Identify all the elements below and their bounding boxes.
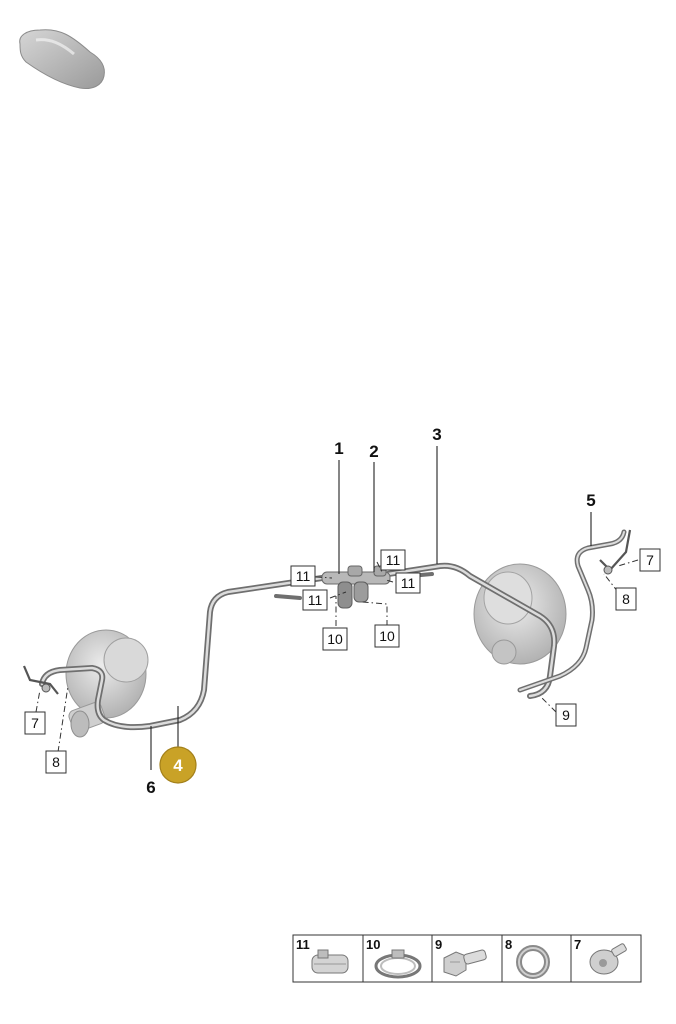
svg-text:9: 9	[435, 937, 442, 952]
box-11-upper-right[interactable]: 11	[380, 549, 406, 571]
coolant-distributor[interactable]	[321, 565, 391, 609]
sealing-ring-icon	[516, 945, 550, 979]
legend-cell-9[interactable]: 9	[435, 937, 487, 977]
svg-text:10: 10	[379, 628, 395, 644]
svg-text:7: 7	[574, 937, 581, 952]
box-10-left[interactable]: 10	[322, 627, 348, 651]
svg-text:8: 8	[622, 591, 630, 607]
svg-text:8: 8	[505, 937, 512, 952]
hollow-bolt-icon	[443, 949, 487, 977]
legend-cell-8[interactable]: 8	[505, 937, 550, 979]
svg-text:11: 11	[401, 575, 416, 591]
svg-text:7: 7	[31, 715, 39, 731]
box-11-lower-right[interactable]: 11	[395, 572, 421, 594]
legend-cell-11[interactable]: 11	[296, 937, 349, 974]
svg-text:10: 10	[327, 631, 343, 647]
box-10-right[interactable]: 10	[374, 624, 400, 648]
box-9[interactable]: 9	[555, 703, 577, 727]
legend-cell-7[interactable]: 7	[574, 937, 627, 975]
callout-2[interactable]: 2	[369, 442, 378, 461]
left-bracket[interactable]	[22, 665, 59, 695]
svg-text:11: 11	[308, 592, 323, 608]
box-8-left[interactable]: 8	[45, 750, 67, 774]
parts-legend: 11 10 9 8	[292, 934, 642, 983]
svg-text:7: 7	[646, 552, 654, 568]
callout-4-highlight[interactable]: 4	[159, 746, 197, 784]
svg-text:11: 11	[296, 937, 310, 952]
box-11-lower-left[interactable]: 11	[302, 589, 328, 611]
right-bracket[interactable]	[599, 529, 632, 575]
callout-5[interactable]: 5	[586, 491, 595, 510]
screw-icon	[589, 943, 627, 975]
left-turbocharger[interactable]	[65, 629, 149, 738]
box-7-left[interactable]: 7	[24, 711, 46, 735]
coolant-lines[interactable]	[39, 529, 627, 731]
callout-4[interactable]: 4	[173, 756, 183, 775]
hose-clamp-icon	[311, 949, 349, 974]
svg-text:8: 8	[52, 754, 60, 770]
svg-text:10: 10	[366, 937, 380, 952]
legend-cell-10[interactable]: 10	[366, 937, 422, 979]
callout-1[interactable]: 1	[334, 439, 343, 458]
band-clamp-icon	[374, 949, 422, 979]
car-silhouette-icon[interactable]	[19, 29, 105, 89]
box-7-right[interactable]: 7	[639, 548, 661, 572]
callout-3[interactable]: 3	[432, 425, 441, 444]
svg-text:9: 9	[562, 707, 570, 723]
box-11-upper-left[interactable]: 11	[290, 565, 316, 587]
svg-text:11: 11	[386, 552, 401, 568]
callout-6[interactable]: 6	[146, 778, 155, 797]
box-8-right[interactable]: 8	[615, 587, 637, 611]
svg-text:11: 11	[296, 568, 311, 584]
